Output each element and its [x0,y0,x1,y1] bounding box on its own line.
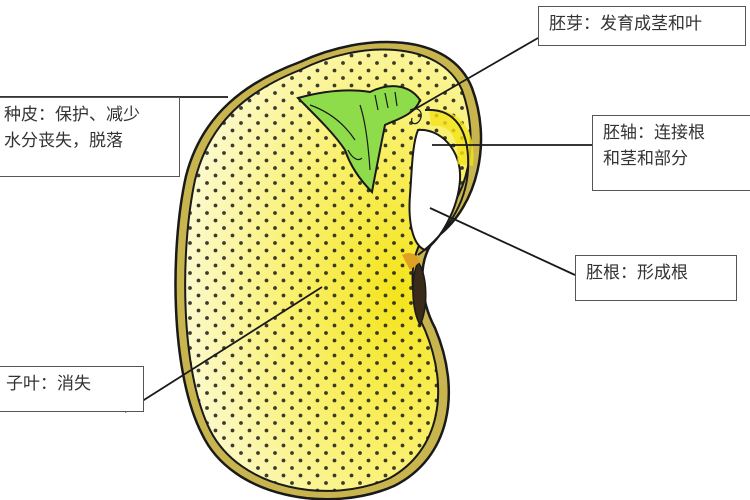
label-cotyledon: 子叶：消失 [0,366,144,412]
label-hypocotyl: 胚轴：连接根 和茎和部分 [592,115,750,191]
radicle-shape [408,128,462,252]
hilum-shape [412,260,427,327]
leader-plumule [409,37,539,113]
leader-radicle [429,207,576,276]
label-radicle-text: 胚根：形成根 [586,263,688,283]
label-seed-coat-line2: 水分丧失，脱落 [4,131,123,151]
label-hypocotyl-line1: 胚轴：连接根 [603,123,705,143]
label-radicle: 胚根：形成根 [575,255,737,301]
leader-cotyledon [124,286,323,413]
hypocotyl-curve [417,108,470,256]
label-hypocotyl-line2: 和茎和部分 [603,149,688,169]
label-plumule: 胚芽：发育成茎和叶 [538,6,746,46]
label-cotyledon-text: 子叶：消失 [6,374,91,394]
label-seed-coat-line1: 种皮：保护、减少 [4,105,140,125]
label-seed-coat: 种皮：保护、减少 水分丧失，脱落 [0,97,180,177]
label-plumule-text: 胚芽：发育成茎和叶 [549,14,702,34]
